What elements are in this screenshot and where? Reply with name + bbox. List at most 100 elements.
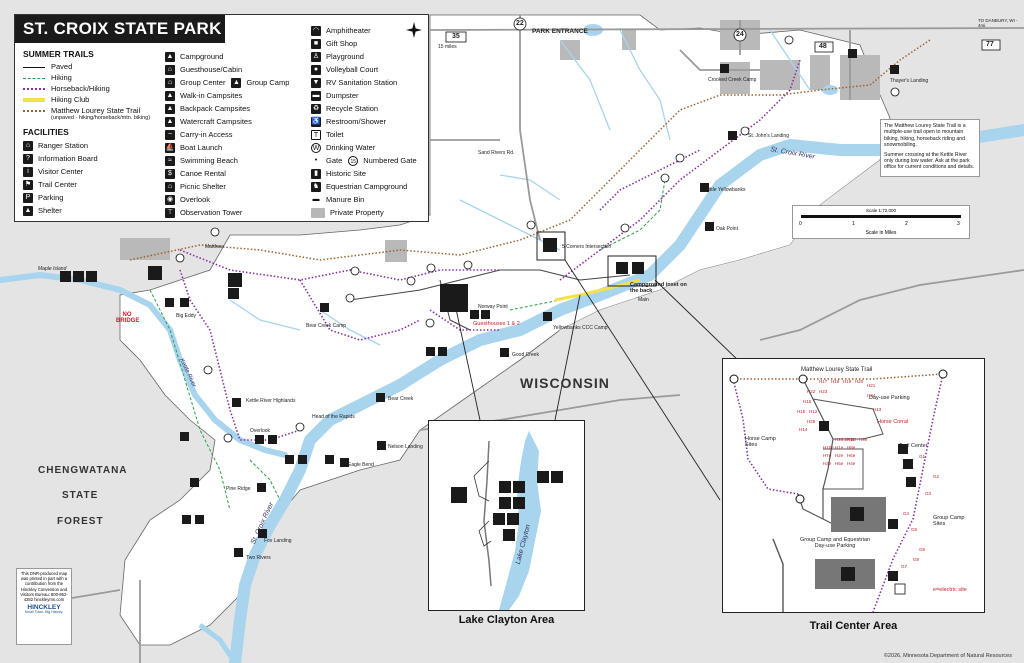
- place-thayers: Thayer's Landing: [890, 78, 929, 84]
- gate-markers: [175, 35, 900, 443]
- scale-bar: Scale 1:72,000 0 1 2 3 Scale in Miles: [792, 205, 970, 239]
- inset-connector: [564, 259, 721, 501]
- place-eagle-bend: Eagle Bend: [348, 462, 374, 468]
- campsite-label: H17: [819, 379, 828, 384]
- lake-clayton-inset: Lake Clayton: [428, 420, 585, 611]
- place-st-johns: St. John's Landing: [748, 133, 789, 139]
- carry-in-icon: ~: [165, 130, 175, 141]
- place-fox-landing: Fox Landing: [264, 538, 292, 544]
- tc-trail-center: Trail Center: [899, 443, 928, 449]
- legend-hiking-club: Hiking Club: [23, 94, 89, 105]
- gate-icon: •: [311, 156, 321, 167]
- campsite-label: G6: [919, 547, 926, 552]
- tc-group-camp: Group Camp Sites: [933, 515, 965, 527]
- group-camp-icon: ▲: [231, 78, 242, 89]
- legend-boat-launch: ⛵Boat Launch: [165, 143, 223, 154]
- lourey-sub: (unpaved - hiking/horseback/mtn. biking): [51, 115, 151, 121]
- parking-icon: [440, 284, 468, 312]
- trail-center-icon: ⚑: [23, 180, 33, 191]
- campsite-label: G4: [903, 511, 910, 516]
- recycle-icon: ♻: [311, 104, 321, 115]
- campsite-label: H12: [809, 409, 818, 414]
- legend-ranger-station: ⌂Ranger Station: [23, 140, 88, 152]
- private-swatch-icon: [311, 208, 325, 219]
- campsite-label: H15: [803, 399, 812, 404]
- scale-caption: Scale in Miles: [865, 230, 897, 236]
- legend-paved: Paved: [23, 61, 72, 72]
- scale-ratio: Scale 1:72,000: [865, 208, 897, 213]
- numbered-gate-icon: 15: [348, 156, 359, 167]
- guesthouse-icon: ⌂: [165, 65, 175, 76]
- info-text-2: Summer crossing at the Kettle River only…: [884, 151, 975, 171]
- highway-35: 35: [452, 33, 460, 40]
- tc-day-use: Day-use Parking: [869, 395, 910, 401]
- legend-restroom: ♿Restroom/Shower: [311, 117, 387, 128]
- campsite-label: H19: [843, 379, 852, 384]
- restroom-icon: ♿: [311, 117, 321, 128]
- legend-shelter: ▲Shelter: [23, 206, 62, 217]
- credit-text: ©2026, Minnesota Department of Natural R…: [883, 653, 1012, 659]
- legend-equestrian: ♞Equestrian Campground: [311, 182, 408, 193]
- legend-manure: ▬Manure Bin: [311, 195, 365, 206]
- legend-trail-center: ⚑Trail Center: [23, 180, 77, 191]
- equestrian-icon: ♞: [311, 182, 321, 193]
- legend-gift-shop: ■Gift Shop: [311, 38, 357, 50]
- campground-inset-note: Campground inset on the back: [630, 282, 687, 294]
- historic-site-icon: ▮: [311, 169, 321, 180]
- sponsor-brand: HINCKLEY: [27, 604, 61, 612]
- trail-center-caption: Trail Center Area: [809, 620, 898, 632]
- info-text-1: The Matthew Lourey State Trail is a mult…: [884, 123, 966, 149]
- amphitheater-icon: ◠: [311, 26, 321, 37]
- campsite-label: H18: [831, 379, 840, 384]
- ranger-station-icon: ⌂: [23, 141, 33, 152]
- trail-center-inset: Matthew Lourey State Trail Day-use Parki…: [722, 358, 985, 613]
- campsite-label: H23: [819, 389, 828, 394]
- place-two-rivers: Two Rivers: [246, 555, 271, 561]
- lake-clayton-map: [451, 431, 563, 610]
- legend-volleyball: ●Volleyball Court: [311, 64, 378, 76]
- campsite-label: H6e: [847, 453, 856, 458]
- manure-bin-icon: ▬: [311, 195, 321, 206]
- gift-shop-icon: ■: [311, 39, 321, 50]
- legend-backpack: ▲Backpack Campsites: [165, 104, 251, 115]
- toilet-icon: T: [311, 130, 321, 141]
- boat-launch-icon: ⛵: [165, 143, 175, 154]
- tower-icon: ⊤: [165, 208, 175, 219]
- forest-label: FOREST: [57, 516, 104, 527]
- scale-tick-1: 1: [852, 221, 855, 227]
- group-center-icon: ⌂: [165, 78, 175, 89]
- to-danbury: TO DANBURY, WI - 4mi.: [978, 18, 1018, 28]
- lake: [822, 85, 838, 95]
- place-norway-point: Norway Point: [478, 304, 508, 310]
- legend-playground: ♙Playground: [311, 52, 364, 63]
- sponsor-tagline: Small Town. Big History.: [24, 610, 64, 615]
- inset-target-box: [536, 231, 566, 261]
- legend-overlook: ◉Overlook: [165, 195, 211, 206]
- map-title: ST. CROIX STATE PARK: [15, 15, 225, 43]
- legend-rv-sanitation: ▼RV Sanitation Station: [311, 78, 398, 89]
- legend-recycle: ♻Recycle Station: [311, 104, 379, 115]
- legend-lourey: Matthew Lourey State Trail: [23, 105, 140, 116]
- campsite-label: H7e: [823, 453, 832, 458]
- dumpster-icon: ▬: [311, 91, 321, 102]
- inset-target-box: [607, 255, 657, 287]
- place-crooked-creek: Crooked Creek Camp: [708, 77, 757, 83]
- campsite-label: H25: [807, 419, 816, 424]
- campsite-label: H1e: [835, 445, 844, 450]
- legend-group-center: ⌂Group Center▲Group Camp: [165, 77, 289, 89]
- miles-15: 15 miles: [438, 44, 457, 50]
- legend-horseback: Horseback/Hiking: [23, 83, 110, 94]
- chengwatana-label: CHENGWATANA: [38, 465, 128, 476]
- campsite-label: G2: [933, 474, 940, 479]
- rv-icon: ▼: [311, 78, 321, 89]
- water-icon: W: [311, 143, 321, 154]
- legend-carry-in: ~Carry-in Access: [165, 129, 233, 141]
- tc-lourey-label: Matthew Lourey State Trail: [801, 367, 873, 373]
- campsite-label: H20: [855, 379, 864, 384]
- park-entrance-label: PARK ENTRANCE: [532, 28, 588, 35]
- campsite-label: H13: [873, 407, 882, 412]
- legend-dumpster: ▬Dumpster: [311, 91, 359, 102]
